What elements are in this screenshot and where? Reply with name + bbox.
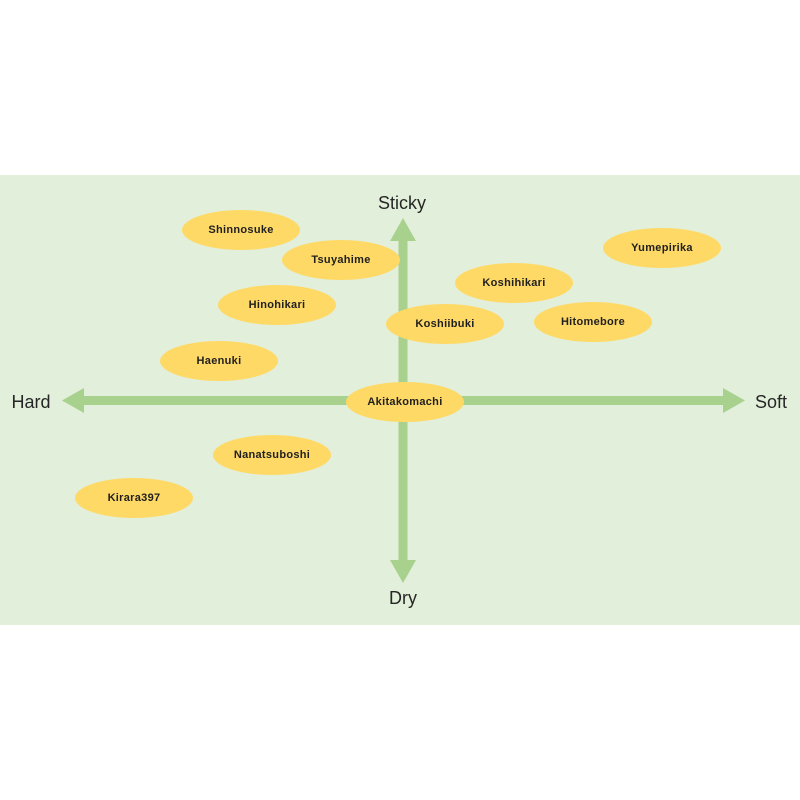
axis-label-dry: Dry — [389, 588, 417, 608]
variety-label: Koshihikari — [482, 277, 546, 289]
variety-ellipse: Nanatsuboshi — [213, 435, 331, 475]
variety-ellipse: Haenuki — [160, 341, 278, 381]
variety-label: Haenuki — [196, 355, 242, 367]
axis-label-sticky: Sticky — [377, 193, 427, 213]
quadrant-slide: Sticky Dry Hard Soft Shinnosuke Tsuyahim… — [0, 175, 800, 625]
variety-label: Hinohikari — [248, 299, 306, 311]
variety-ellipse: Koshihikari — [455, 263, 573, 303]
arrowhead-left-icon — [62, 388, 84, 413]
arrowhead-down-icon — [390, 560, 416, 583]
variety-label: Akitakomachi — [367, 396, 443, 408]
variety-ellipse: Yumepirika — [603, 228, 721, 268]
arrowhead-up-icon — [390, 218, 416, 241]
variety-ellipse: Hitomebore — [534, 302, 652, 342]
variety-label: Nanatsuboshi — [233, 449, 311, 461]
variety-ellipse: Tsuyahime — [282, 240, 400, 280]
variety-label: Kirara397 — [107, 492, 161, 504]
axis-label-hard: Hard — [11, 392, 51, 412]
variety-ellipse: Koshiibuki — [386, 304, 504, 344]
variety-label: Koshiibuki — [415, 318, 475, 330]
variety-ellipse: Kirara397 — [75, 478, 193, 518]
variety-label: Yumepirika — [631, 242, 693, 254]
axis-label-soft: Soft — [754, 392, 788, 412]
varieties-layer: Shinnosuke Tsuyahime Yumepirika Koshihik… — [0, 175, 800, 625]
arrowhead-right-icon — [723, 388, 745, 413]
variety-label: Hitomebore — [560, 316, 626, 328]
variety-label: Tsuyahime — [311, 254, 371, 266]
variety-ellipse: Shinnosuke — [182, 210, 300, 250]
variety-ellipse: Akitakomachi — [346, 382, 464, 422]
variety-label: Shinnosuke — [208, 224, 274, 236]
variety-ellipse: Hinohikari — [218, 285, 336, 325]
